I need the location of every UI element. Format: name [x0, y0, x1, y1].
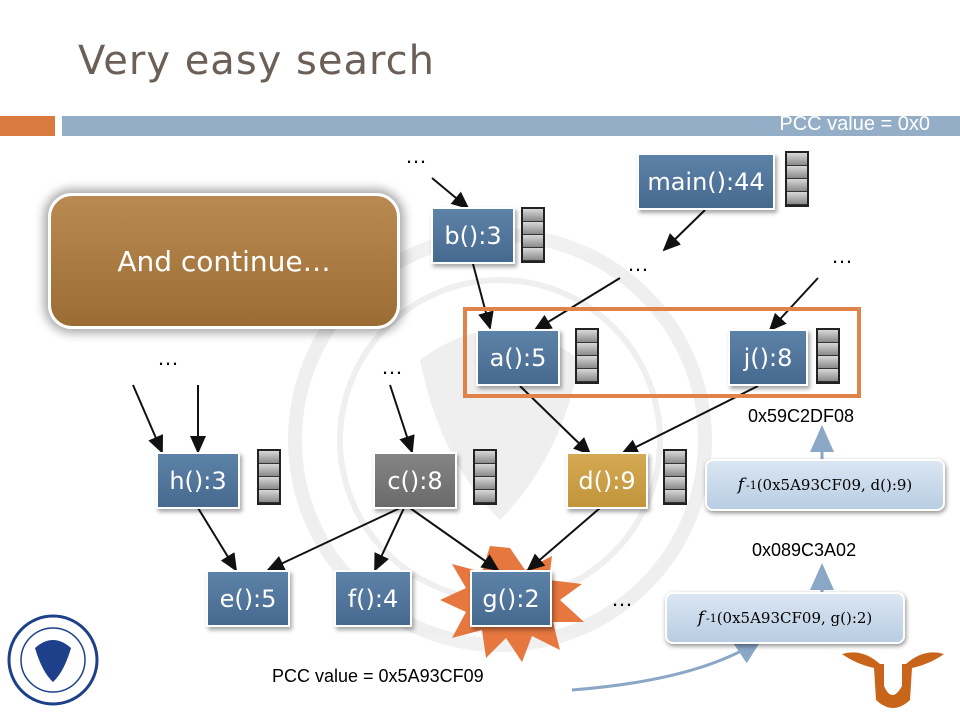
stack-icon	[257, 449, 281, 505]
node-a: a():5	[476, 329, 560, 386]
node-b: b():3	[431, 207, 515, 264]
stack-icon	[816, 328, 840, 384]
ellipsis-mid-right: …	[831, 243, 853, 268]
stack-icon	[663, 449, 687, 505]
university-seal-logo	[7, 614, 99, 706]
header-accent-bar	[0, 116, 55, 136]
node-e: e():5	[206, 570, 290, 627]
function-symbol: f	[697, 608, 704, 628]
node-c: c():8	[373, 452, 457, 509]
hash-function-lower: f-1(0x5A93CF09, g():2)	[665, 592, 905, 644]
node-f: f():4	[334, 570, 412, 627]
pcc-value-bottom: PCC value = 0x5A93CF09	[272, 666, 484, 686]
function-exponent: -1	[745, 478, 757, 492]
stack-icon	[785, 151, 809, 207]
stack-icon	[575, 328, 599, 384]
hash-value-lower: 0x089C3A02	[752, 540, 857, 560]
pcc-value-top: PCC value = 0x0	[779, 113, 930, 135]
node-main: main():44	[637, 153, 775, 210]
function-args: (0x5A93CF09, g():2)	[716, 609, 873, 627]
function-symbol: f	[737, 475, 744, 495]
stack-icon	[521, 207, 545, 263]
hash-function-upper: f-1(0x5A93CF09, d():9)	[705, 459, 945, 511]
ellipsis-bottom: …	[611, 586, 633, 611]
header-bar	[62, 116, 960, 136]
node-g: g():2	[470, 570, 552, 627]
ellipsis-center: …	[381, 354, 403, 379]
selection-highlight-box	[463, 307, 861, 398]
hash-value-upper: 0x59C2DF08	[748, 406, 855, 426]
slide-title: Very easy search	[78, 38, 435, 84]
ellipsis-top: …	[405, 143, 427, 168]
ellipsis-mid-left: …	[627, 251, 649, 276]
function-args: (0x5A93CF09, d():9)	[756, 476, 913, 494]
continue-callout: And continue…	[48, 193, 400, 329]
stack-icon	[473, 449, 497, 505]
ellipsis-left: …	[157, 345, 179, 370]
function-exponent: -1	[705, 611, 717, 625]
node-h: h():3	[156, 452, 240, 509]
node-d: d():9	[566, 452, 648, 509]
longhorn-logo	[842, 652, 944, 708]
node-j: j():8	[728, 329, 808, 386]
